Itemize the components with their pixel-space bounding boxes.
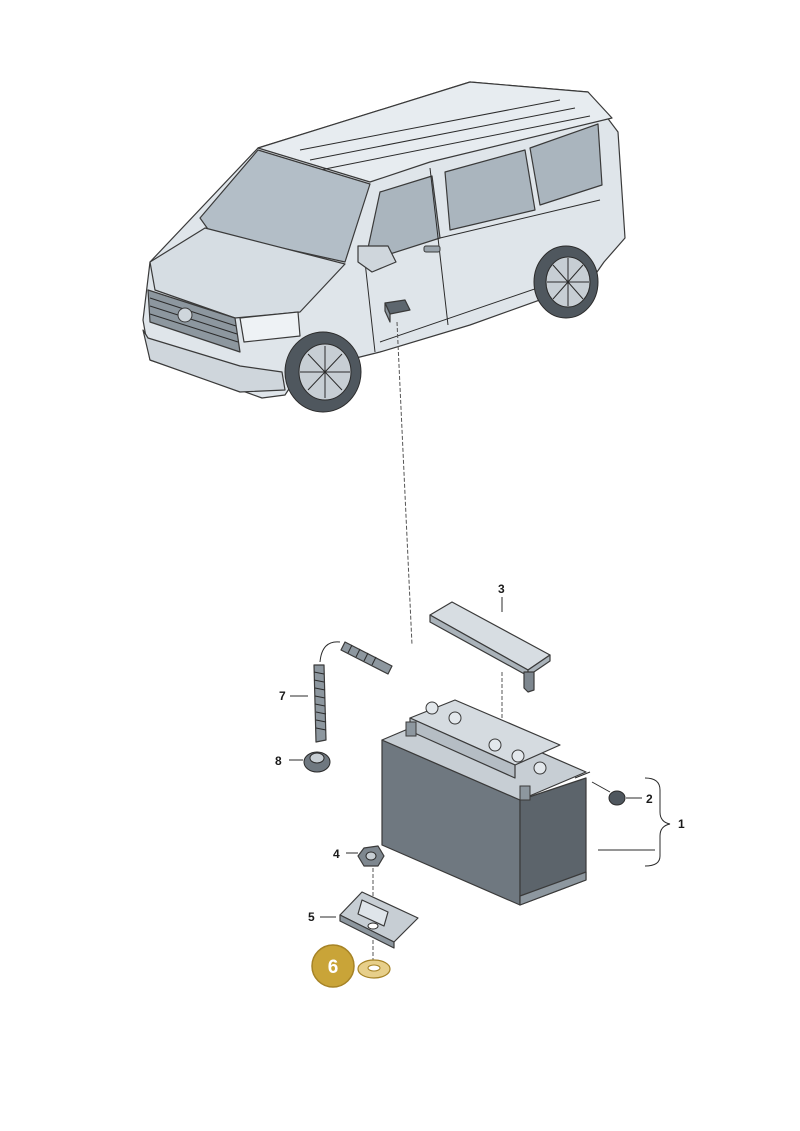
location-leader-line (396, 321, 413, 646)
part-3-battery-cover (429, 601, 551, 693)
part-1-battery (381, 699, 591, 906)
part-5-clamp (339, 891, 419, 949)
callout-4[interactable]: 4 (333, 847, 340, 861)
part-4-hex-nut (357, 845, 385, 867)
callout-2[interactable]: 2 (646, 792, 653, 806)
part-8-nut (303, 751, 331, 773)
callout-8[interactable]: 8 (275, 754, 282, 768)
part-2-bolt (591, 781, 626, 806)
callout-7[interactable]: 7 (279, 689, 286, 703)
callout-1[interactable]: 1 (678, 817, 685, 831)
van-illustration (142, 81, 626, 413)
part-7-threaded-rod (313, 641, 393, 743)
callout-3[interactable]: 3 (498, 582, 505, 596)
callout-6[interactable]: 6 (328, 957, 339, 978)
callout-6-badge[interactable]: 6 (311, 944, 355, 988)
part-1-bracket (644, 777, 671, 867)
callout-5[interactable]: 5 (308, 910, 315, 924)
part-6-washer (357, 959, 391, 979)
